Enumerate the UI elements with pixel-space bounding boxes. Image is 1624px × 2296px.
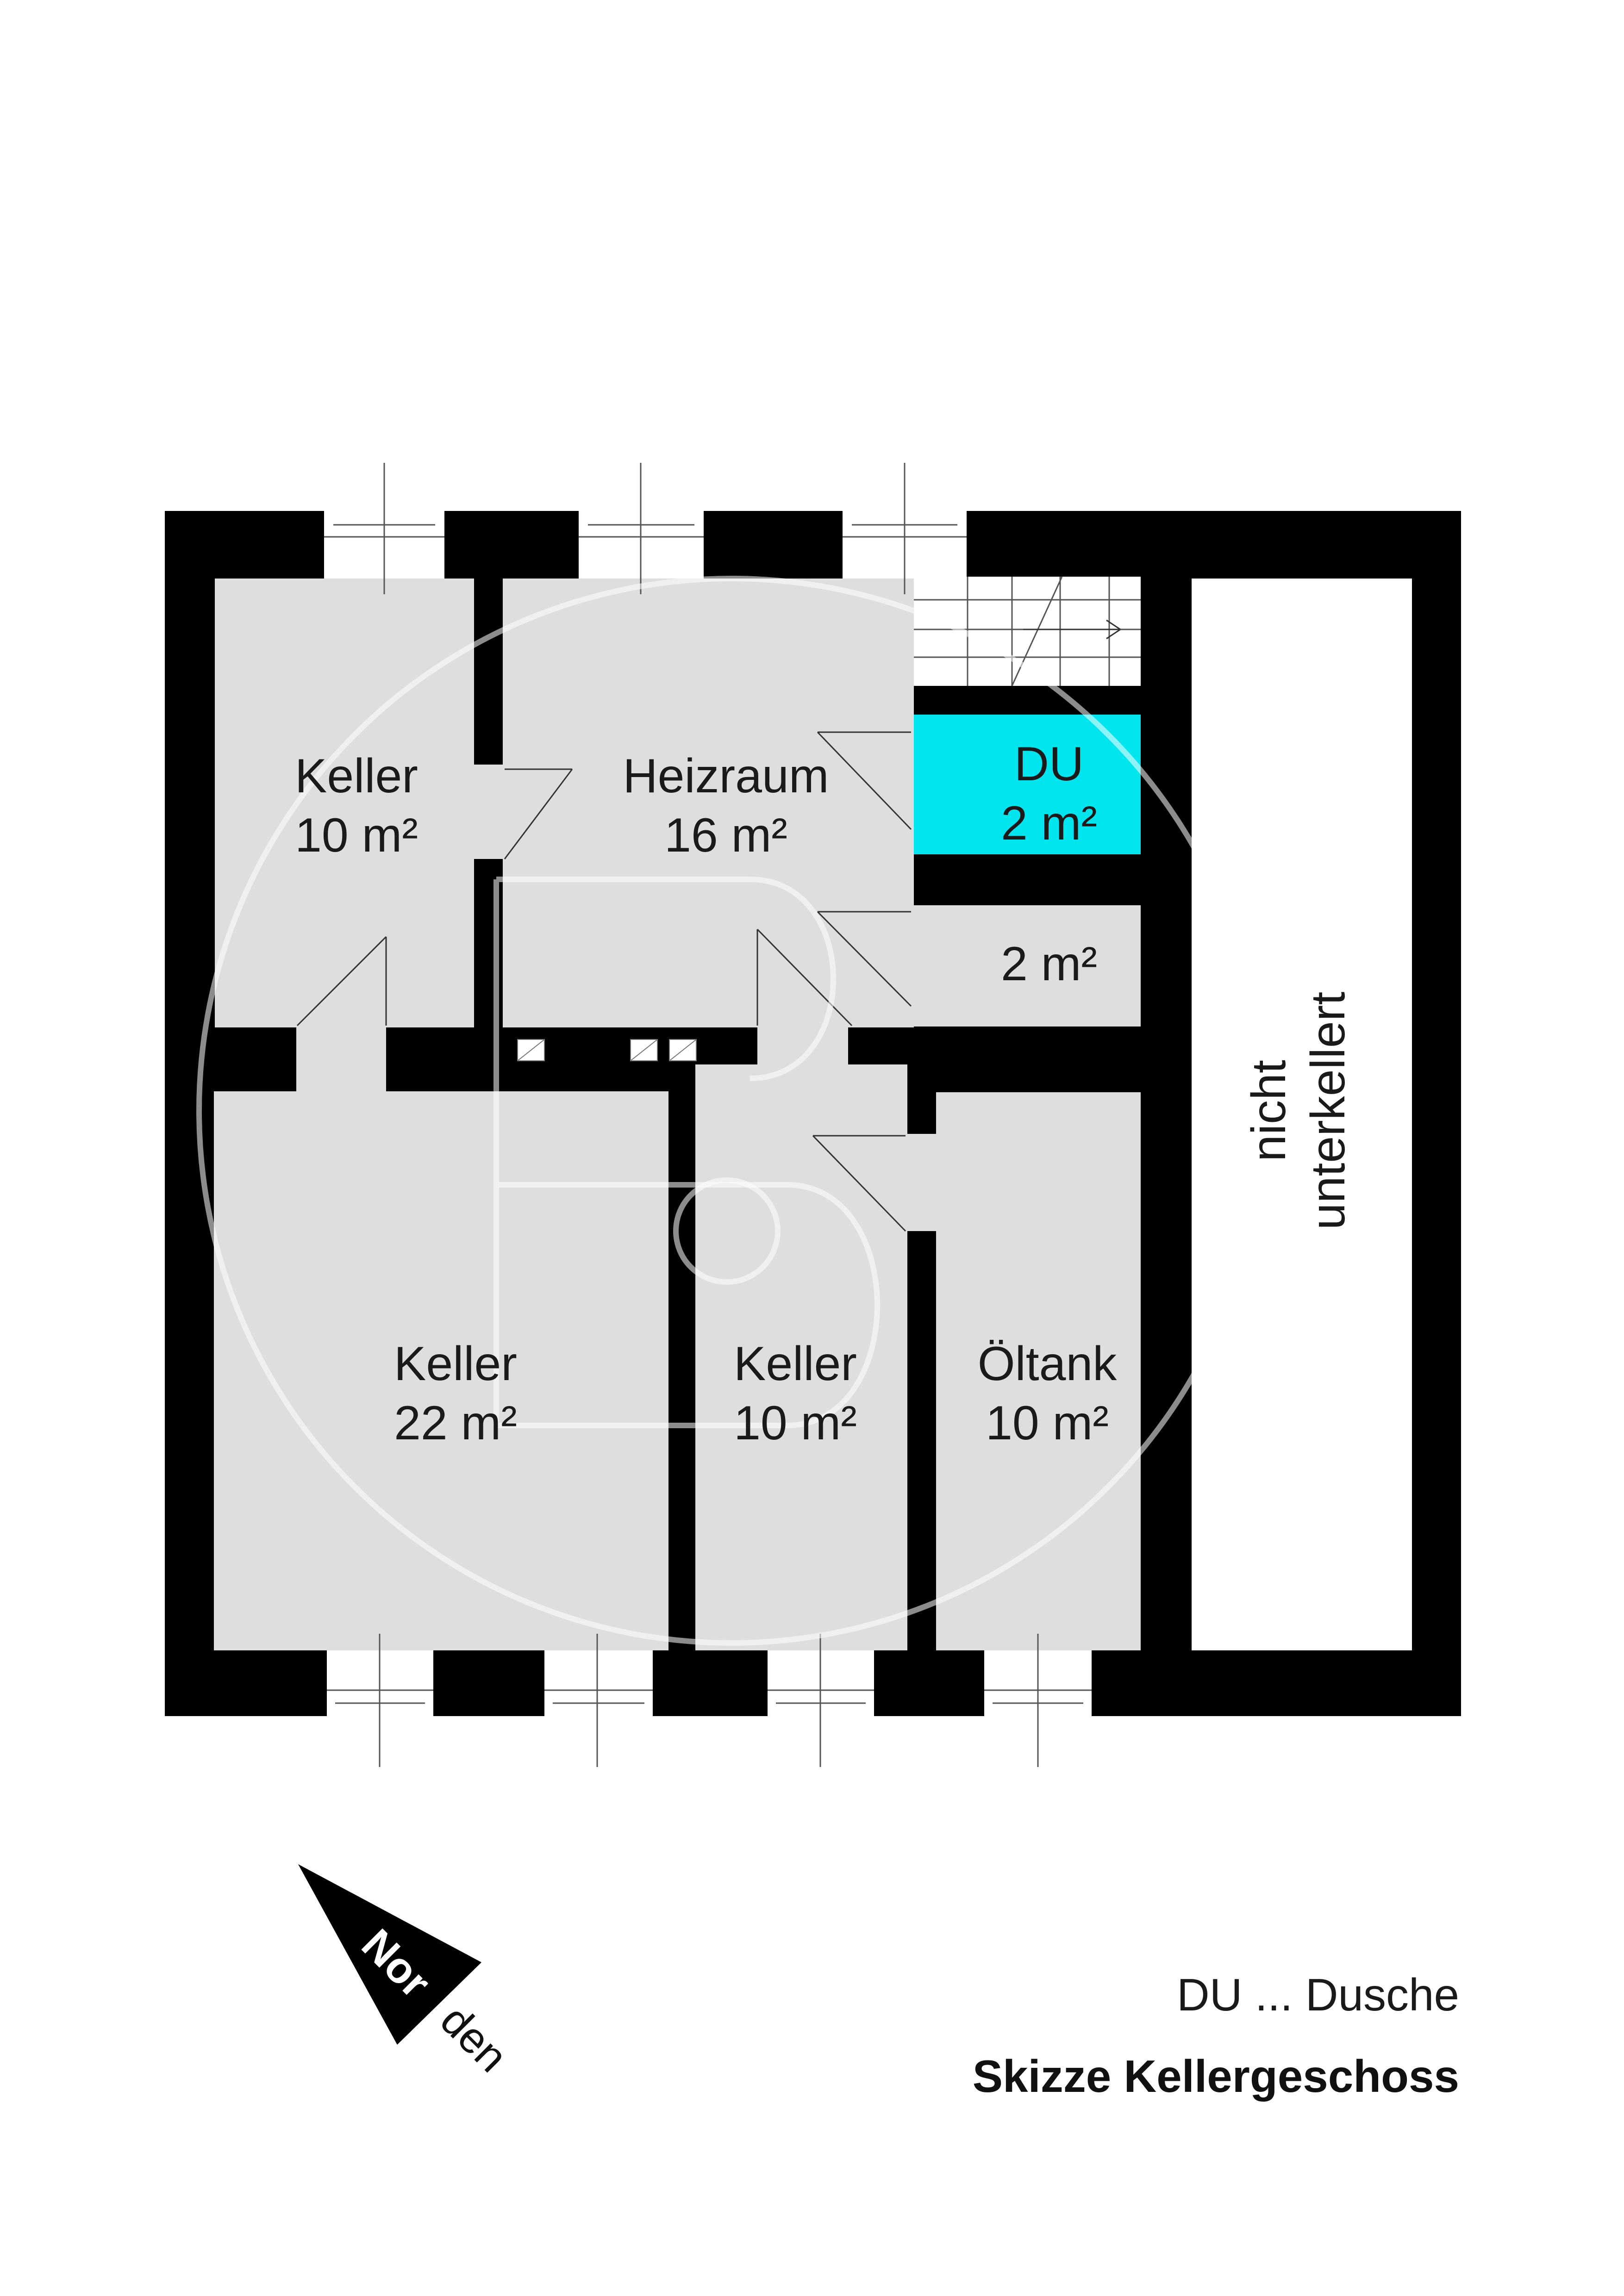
watermark-logo [196,576,1267,1646]
label-keller-nw-name: Keller [295,749,418,803]
label-du-area: 2 m² [1001,796,1097,850]
label-keller-sw-area: 22 m² [394,1396,517,1450]
north-label-part2: den [431,1996,517,2081]
door-swing-keller-s [756,928,853,1027]
door-opening-keller-s [757,1023,848,1069]
door-swing-oeltank [812,1135,906,1232]
label-keller-s-area: 10 m² [734,1396,857,1450]
legend-title: Skizze Kellergeschoss [973,2051,1459,2102]
door-opening-keller-nw [296,1023,386,1097]
label-small-room-area: 2 m² [1001,937,1097,991]
wall-vent-2 [630,1039,658,1061]
label-keller-s-name: Keller [734,1337,857,1391]
room-keller-nw [215,579,474,1027]
window-top-1 [324,463,444,594]
window-top-3 [843,463,967,594]
door-swing-keller-nw [296,936,387,1027]
room-shower [914,715,1141,854]
label-oeltank-area: 10 m² [986,1396,1109,1450]
door-swing-small-room [817,911,912,1007]
window-bottom-1 [327,1634,433,1767]
label-nicht: nicht [1242,1060,1296,1162]
door-opening-heizraum [472,765,506,859]
door-swing-shower [817,731,912,830]
legend-abbreviation: DU ... Dusche [1177,1969,1459,2020]
room-heizraum [503,579,914,1027]
room-oeltank [936,1092,1141,1650]
room-nicht-unterkellert [1192,579,1412,1650]
label-keller-sw-name: Keller [394,1337,517,1391]
room-small [914,905,1141,1027]
label-heizraum-area: 16 m² [664,809,787,862]
window-bottom-4 [984,1634,1092,1767]
label-unterkellert: unterkellert [1301,992,1355,1230]
wall-vent-3 [669,1039,697,1061]
label-du-name: DU [1014,737,1084,791]
window-bottom-3 [768,1634,874,1767]
staircase-arrow-icon [1023,619,1121,640]
label-keller-nw-area: 10 m² [295,809,418,862]
door-swing-heizraum [504,768,573,859]
north-arrow-icon: Nor den [298,1864,517,2081]
window-bottom-2 [544,1634,653,1767]
window-top-2 [579,463,704,594]
label-oeltank-name: Öltank [978,1337,1118,1391]
label-heizraum-name: Heizraum [623,749,829,803]
door-opening-oeltank [906,1134,938,1231]
wall-vent-1 [517,1039,545,1061]
